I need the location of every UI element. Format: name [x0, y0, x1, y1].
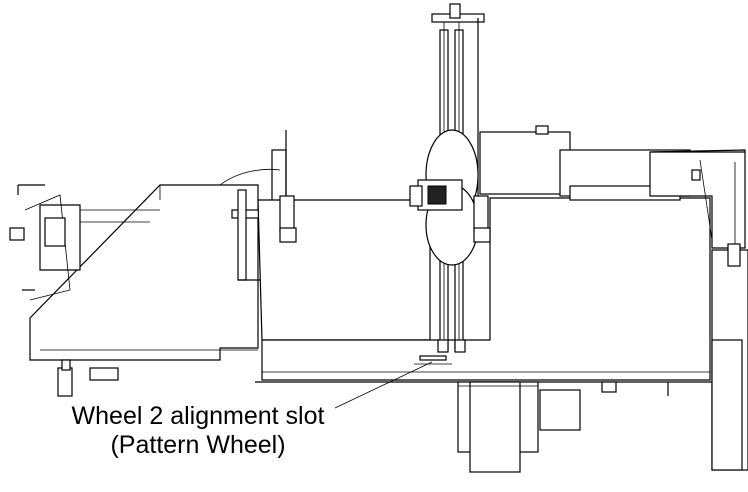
callout-leader-line	[334, 361, 433, 409]
underside-components	[457, 381, 669, 473]
left-spindle-assembly	[9, 184, 160, 301]
callout-label-line1: Wheel 2 alignment slot	[71, 402, 325, 430]
callout-label-line2: (Pattern Wheel)	[110, 431, 286, 459]
wheel-2-alignment-slot	[414, 355, 452, 365]
right-body	[479, 125, 748, 471]
support-feet	[57, 359, 119, 397]
left-housing	[29, 184, 259, 361]
latch-clips	[279, 169, 701, 243]
pattern-wheels	[409, 3, 485, 353]
